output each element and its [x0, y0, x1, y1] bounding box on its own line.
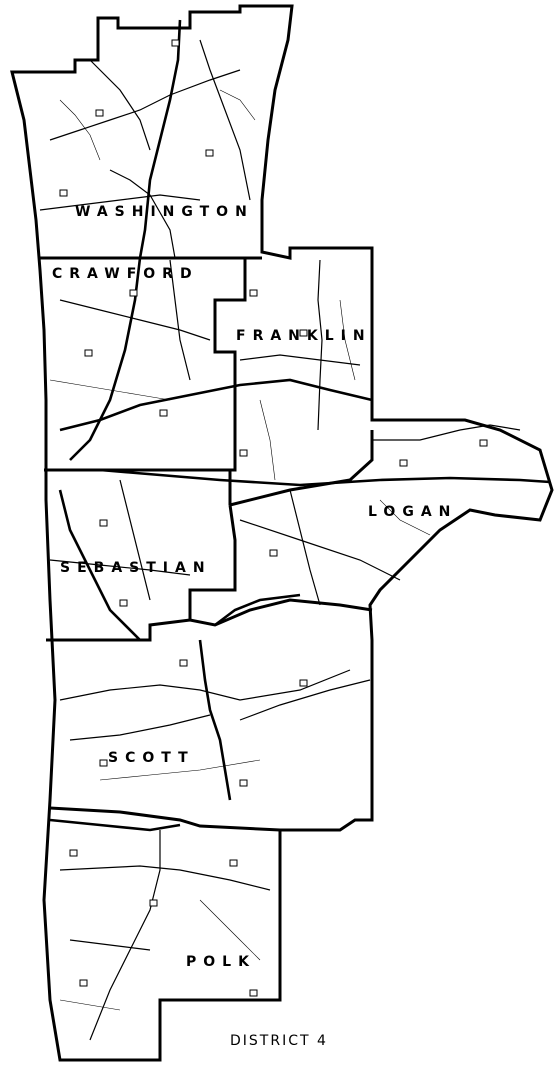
- county-label-polk: POLK: [186, 954, 256, 970]
- county-label-washington: WASHINGTON: [75, 204, 254, 220]
- shield-icon: [399, 459, 408, 467]
- sebastian-road-2: [119, 479, 151, 601]
- washington-road-6: [219, 89, 256, 121]
- franklin-road-2: [317, 259, 323, 431]
- shield-icon: [84, 349, 93, 357]
- shield-icon: [79, 979, 88, 987]
- shield-icon: [299, 679, 308, 687]
- shield-icon: [239, 449, 248, 457]
- franklin-road-1: [239, 354, 361, 366]
- crawford-road-2: [169, 259, 191, 381]
- shield-icon: [249, 989, 258, 997]
- logan-road-2: [289, 489, 321, 606]
- scott-road-3: [239, 679, 371, 721]
- sebastian-highway: [58, 489, 141, 641]
- shield-icon: [159, 409, 168, 417]
- washington-road-7: [59, 99, 101, 161]
- shield-icon: [149, 899, 158, 907]
- shield-icon: [69, 849, 78, 857]
- county-label-logan: LOGAN: [368, 504, 457, 520]
- district-outer-boundary: [10, 4, 554, 1062]
- shield-icon: [249, 289, 258, 297]
- shield-icon: [171, 39, 180, 47]
- polk-road-1: [89, 830, 161, 1041]
- crawford-road-3: [49, 379, 171, 401]
- scott-road-4: [99, 759, 261, 781]
- shield-icon: [269, 549, 278, 557]
- river-east: [372, 424, 521, 441]
- polk-road-2: [59, 865, 271, 891]
- franklin-logan-border: [229, 430, 374, 507]
- polk-road-4: [199, 899, 261, 961]
- shield-icon: [59, 189, 68, 197]
- scott-polk-border: [49, 806, 281, 832]
- shield-icon: [479, 439, 488, 447]
- logan-road-3: [379, 499, 431, 536]
- polk-road-3: [69, 939, 151, 951]
- county-label-scott: SCOTT: [108, 750, 195, 766]
- shield-icon: [299, 329, 308, 337]
- polk-road-5: [59, 999, 121, 1011]
- county-label-franklin: FRANKLIN: [236, 328, 372, 344]
- franklin-sebastian-border: [228, 380, 237, 505]
- district-label: DISTRICT 4: [230, 1033, 328, 1049]
- county-label-crawford: CRAWFORD: [52, 266, 199, 282]
- crawford-river: [59, 378, 373, 432]
- shield-icon: [99, 759, 108, 767]
- highway-shields: [59, 39, 488, 997]
- crawford-franklin-border: [213, 258, 247, 380]
- washington-road-4: [39, 194, 201, 211]
- scott-highway: [198, 639, 232, 801]
- logan-scott-border: [188, 504, 237, 620]
- washington-highway: [138, 19, 182, 259]
- shield-icon: [119, 599, 128, 607]
- shield-icon: [129, 289, 138, 297]
- polk-highway: [49, 818, 181, 832]
- washington-road-5: [109, 169, 176, 259]
- washington-road-1: [49, 69, 241, 141]
- county-label-sebastian: SEBASTIAN: [60, 560, 212, 576]
- sebastian-scott-border: [46, 598, 373, 642]
- shield-icon: [99, 519, 108, 527]
- logan-road-1: [239, 519, 401, 581]
- shield-icon: [179, 659, 188, 667]
- franklin-road-4: [339, 299, 356, 381]
- shield-icon: [205, 149, 214, 157]
- washington-road-3: [199, 39, 251, 201]
- shield-icon: [95, 109, 104, 117]
- sebastian-road-1: [49, 559, 191, 576]
- shield-icon: [229, 859, 238, 867]
- scott-road-1: [59, 669, 351, 701]
- washington-road-2: [89, 59, 151, 151]
- crawford-highway: [69, 257, 142, 461]
- franklin-road-3: [259, 399, 276, 481]
- scott-road-2: [69, 714, 211, 741]
- shield-icon: [239, 779, 248, 787]
- crawford-road-1: [59, 299, 211, 341]
- interstate-east: [99, 468, 551, 487]
- sebastian-road-3: [214, 593, 301, 627]
